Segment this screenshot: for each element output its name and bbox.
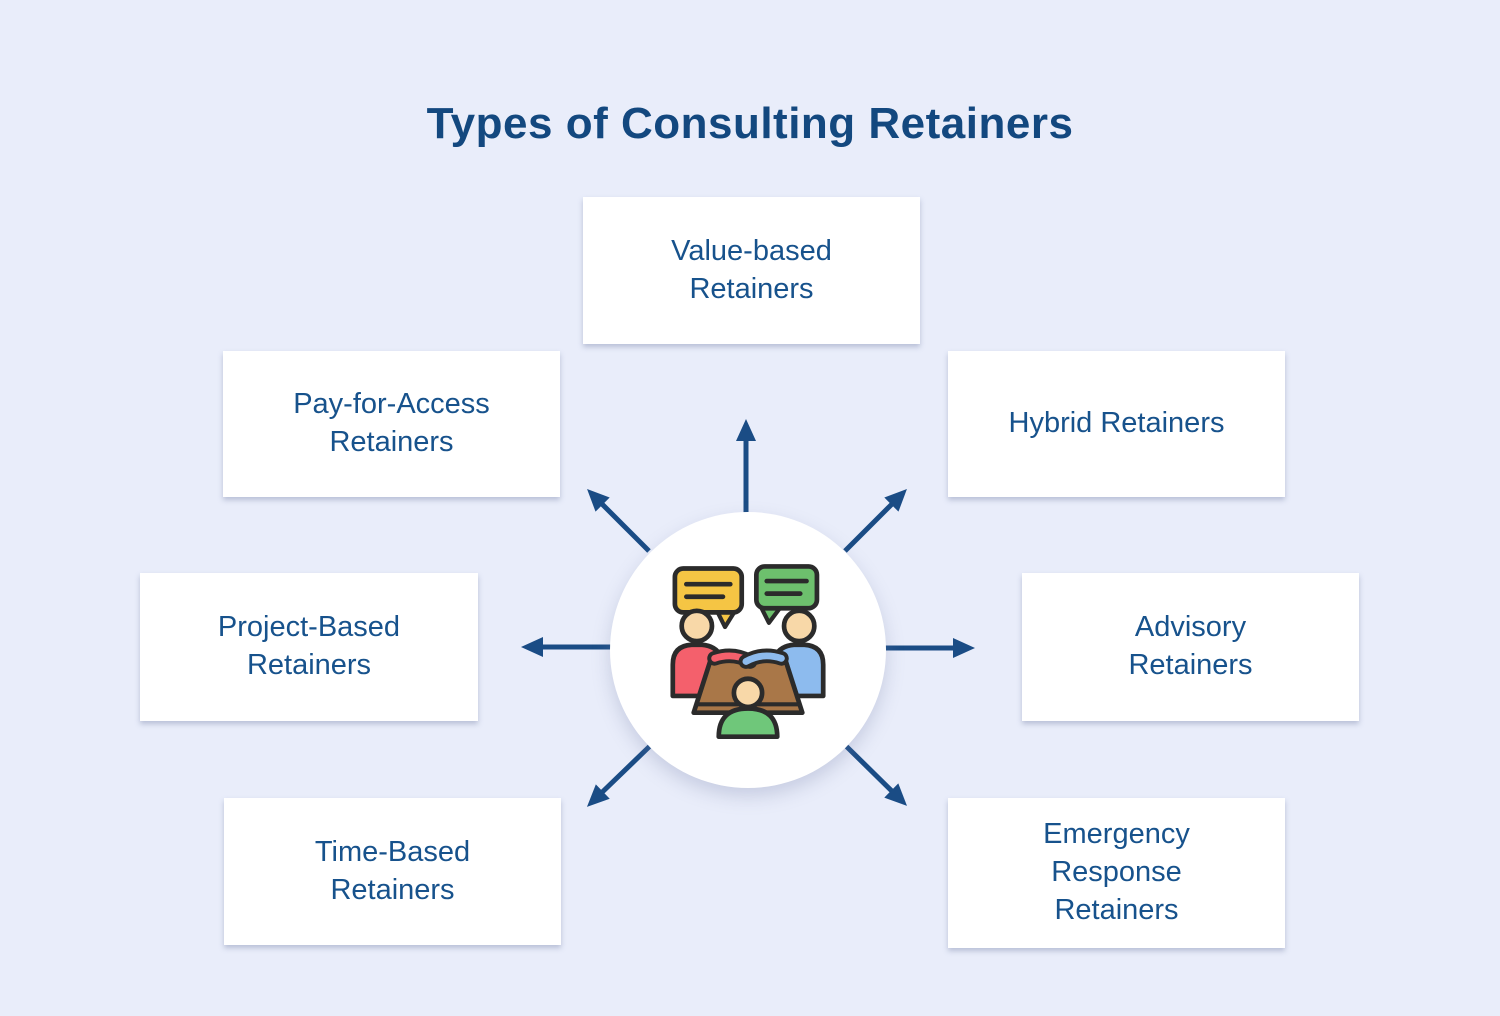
node-hybrid-retainers: Hybrid Retainers — [948, 351, 1285, 497]
arrow-up-left — [587, 489, 651, 553]
node-label: Time-Based Retainers — [314, 835, 471, 906]
node-pay-for-access-retainers: Pay-for-Access Retainers — [223, 351, 560, 497]
meeting-discussion-icon — [670, 564, 826, 740]
person-right-arm-icon — [738, 648, 789, 669]
node-label: Advisory Retainers — [1128, 611, 1253, 681]
center-circle — [610, 512, 886, 788]
node-advisory-retainers: Advisory Retainers — [1022, 573, 1359, 721]
arrow-up-right — [843, 489, 907, 553]
speech-bubble-green-icon — [754, 564, 820, 625]
node-label: Hybrid Retainers — [1008, 407, 1225, 440]
arrow-down-left — [586, 744, 652, 807]
person-front-icon — [716, 676, 780, 740]
node-label: Project-Based Retainers — [217, 611, 401, 681]
speech-bubble-yellow-icon — [672, 566, 745, 630]
node-emergency-response-retainers: Emergency Response Retainers — [948, 798, 1285, 948]
arrow-down-right — [844, 744, 907, 806]
node-label: Value-based Retainers — [671, 234, 832, 305]
node-value-based-retainers: Value-based Retainers — [583, 197, 920, 344]
node-project-based-retainers: Project-Based Retainers — [140, 573, 478, 721]
node-label: Emergency Response Retainers — [1043, 818, 1190, 926]
page-title: Types of Consulting Retainers — [426, 99, 1074, 149]
node-time-based-retainers: Time-Based Retainers — [224, 798, 561, 945]
node-label: Pay-for-Access Retainers — [293, 388, 490, 458]
